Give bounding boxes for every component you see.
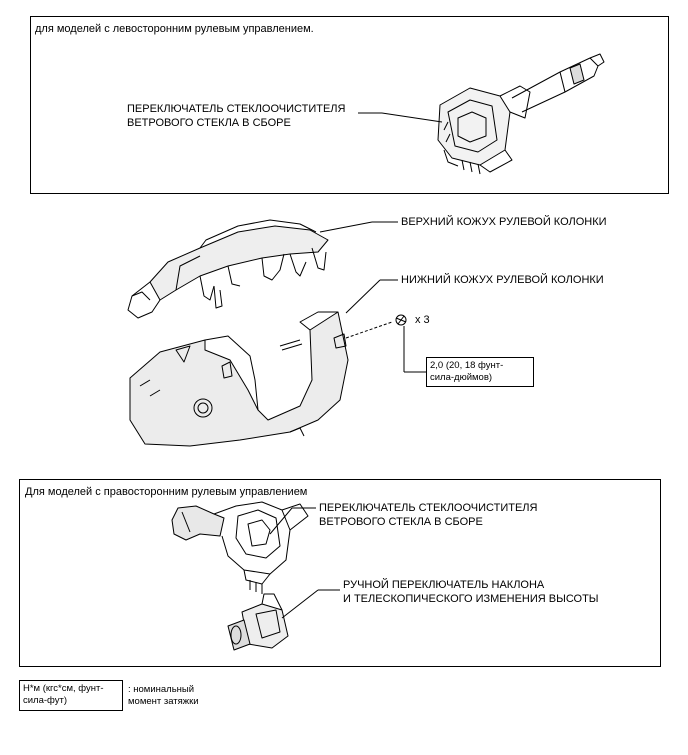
screw-quantity: x 3: [415, 314, 430, 326]
torque-legend-description: : номинальный момент затяжки: [128, 684, 199, 707]
upper-cover-drawing: [127, 219, 329, 319]
lhd-wiper-switch-label: ПЕРЕКЛЮЧАТЕЛЬ СТЕКЛООЧИСТИТЕЛЯ ВЕТРОВОГО…: [127, 103, 346, 129]
rhd-section-frame: [19, 479, 661, 667]
torque-unit-legend-box: Н*м (кгс*см, фунт- сила-фут): [19, 680, 123, 711]
torque-spec-box: 2,0 (20, 18 фунт- сила-дюймов): [426, 357, 534, 387]
tilt-switch-label: РУЧНОЙ ПЕРЕКЛЮЧАТЕЛЬ НАКЛОНА И ТЕЛЕСКОПИ…: [343, 579, 599, 605]
rhd-section-title: Для моделей с правосторонним рулевым упр…: [25, 486, 308, 498]
rhd-wiper-switch-drawing: [171, 501, 309, 594]
lhd-wiper-switch-drawing: [437, 53, 605, 175]
lhd-section-frame: [30, 16, 669, 194]
screw-drawing: [345, 314, 407, 339]
rhd-wiper-switch-label: ПЕРЕКЛЮЧАТЕЛЬ СТЕКЛООЧИСТИТЕЛЯ ВЕТРОВОГО…: [319, 502, 538, 528]
upper-cover-label: ВЕРХНИЙ КОЖУХ РУЛЕВОЙ КОЛОНКИ: [401, 216, 607, 228]
lower-cover-label: НИЖНИЙ КОЖУХ РУЛЕВОЙ КОЛОНКИ: [401, 274, 604, 286]
lhd-section-title: для моделей с левосторонним рулевым упра…: [35, 23, 314, 35]
tilt-switch-drawing: [227, 593, 289, 651]
lower-cover-drawing: [129, 311, 349, 447]
